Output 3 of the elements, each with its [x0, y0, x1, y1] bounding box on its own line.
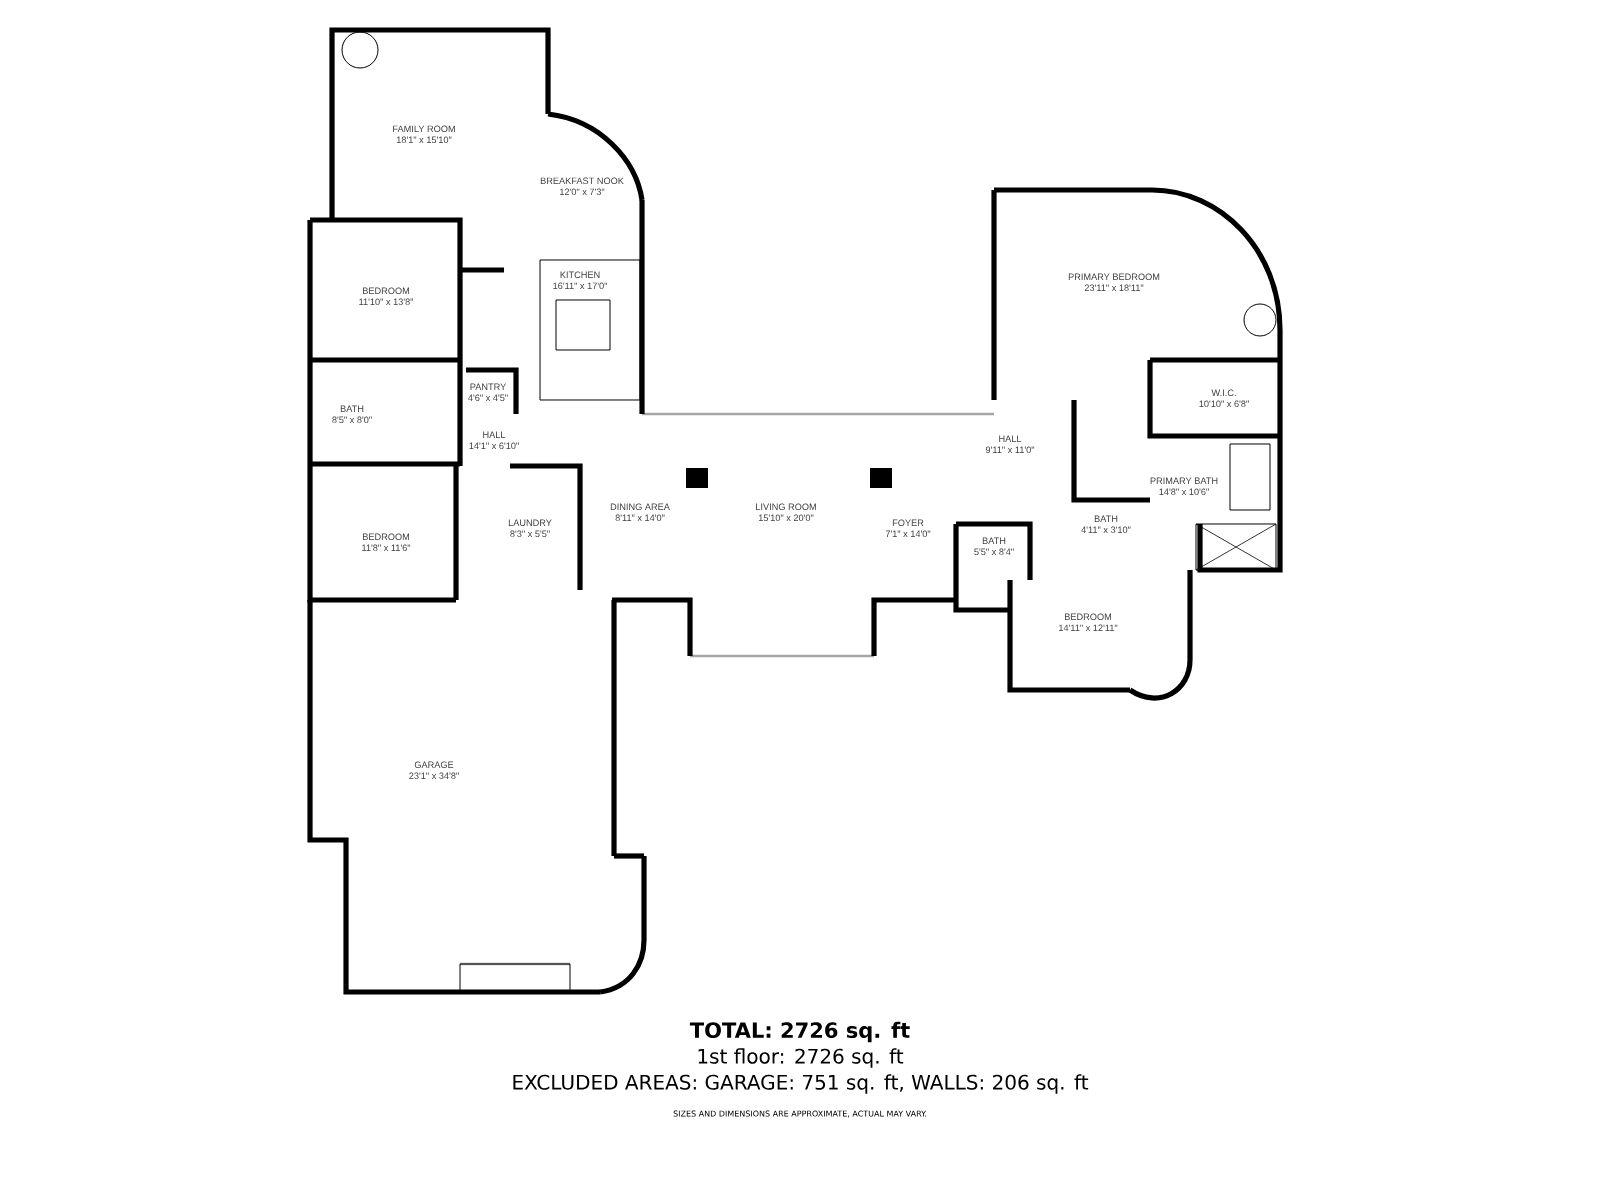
area-summary: EXCLUDED AREAS: GARAGE: 751 sq. ft, WALLS: 206 sq. ft [513, 1074, 1089, 1094]
area-summary: 1st floor: 2726 sq. ft [698, 1048, 904, 1068]
area-total: TOTAL: 2726 sq. ft [689, 1021, 910, 1043]
